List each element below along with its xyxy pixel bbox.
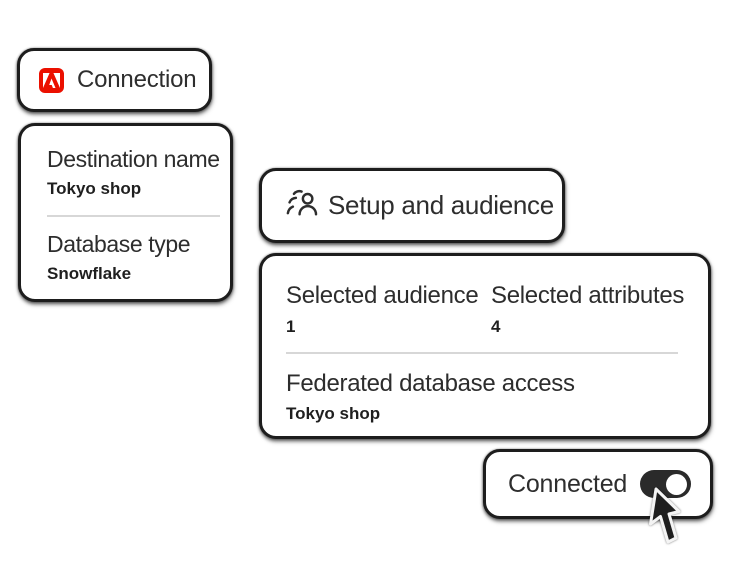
field-divider xyxy=(47,215,220,217)
connected-toggle-switch[interactable] xyxy=(640,470,691,498)
destination-name-field: Destination name Tokyo shop xyxy=(47,145,220,200)
selected-attributes-label: Selected attributes xyxy=(491,282,685,309)
toggle-knob xyxy=(666,473,687,495)
database-type-value: Snowflake xyxy=(47,264,132,283)
audience-icon xyxy=(284,186,318,225)
connection-card[interactable]: Connection xyxy=(17,48,212,112)
setup-audience-card[interactable]: Setup and audience xyxy=(259,168,565,243)
selected-audience-label: Selected audience xyxy=(286,282,479,309)
selected-attributes-metric: Selected attributes 4 xyxy=(491,281,684,338)
federated-access-field: Federated database access Tokyo shop xyxy=(286,369,678,425)
selected-attributes-value: 4 xyxy=(491,317,501,336)
setup-audience-label: Setup and audience xyxy=(328,190,554,220)
adobe-logo-icon xyxy=(39,67,64,93)
audience-stats-card: Selected audience 1 Selected attributes … xyxy=(259,253,711,439)
connected-label: Connected xyxy=(508,469,628,498)
destination-name-label: Destination name xyxy=(47,146,220,172)
database-type-field: Database type Snowflake xyxy=(47,230,220,285)
federated-access-value: Tokyo shop xyxy=(286,404,381,423)
selected-audience-metric: Selected audience 1 xyxy=(286,281,491,338)
stats-divider xyxy=(286,352,678,354)
federated-access-label: Federated database access xyxy=(286,370,575,397)
selected-audience-value: 1 xyxy=(286,317,296,336)
connected-card: Connected xyxy=(483,449,713,519)
destination-card: Destination name Tokyo shop Database typ… xyxy=(18,123,233,302)
metrics-row: Selected audience 1 Selected attributes … xyxy=(286,281,684,338)
destination-name-value: Tokyo shop xyxy=(47,179,142,198)
database-type-label: Database type xyxy=(47,231,191,257)
connection-label: Connection xyxy=(77,66,197,93)
